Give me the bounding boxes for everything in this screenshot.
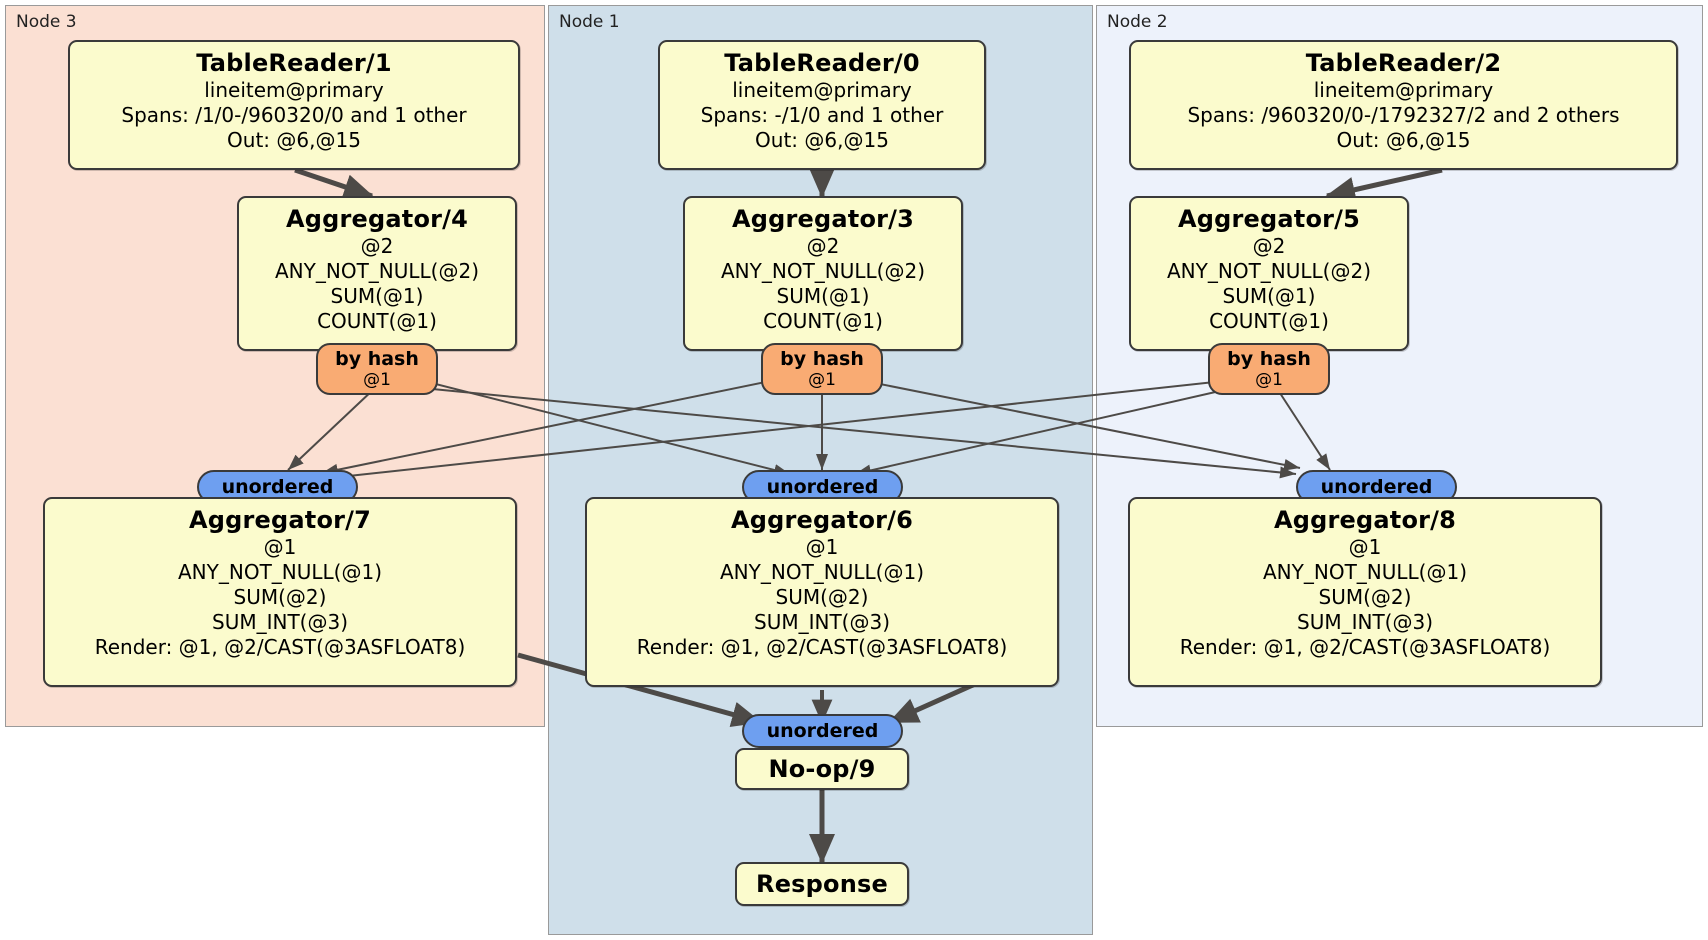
processor-line: @1 (1348, 535, 1382, 559)
processor-line: ANY_NOT_NULL(@2) (721, 259, 925, 283)
processor-line: Out: @6,@15 (755, 128, 889, 152)
processor-line: Render: @1, @2/CAST(@3ASFLOAT8) (636, 635, 1008, 659)
processor-aggregator-6[interactable]: Aggregator/6 @1 ANY_NOT_NULL(@1) SUM(@2)… (585, 497, 1059, 687)
processor-line: SUM(@1) (330, 284, 424, 308)
processor-line: @1 (263, 535, 297, 559)
processor-line: SUM_INT(@3) (754, 610, 890, 634)
processor-line: ANY_NOT_NULL(@1) (178, 560, 382, 584)
processor-tablereader-2[interactable]: TableReader/2 lineitem@primary Spans: /9… (1129, 40, 1678, 170)
router-badge-by-hash-mid[interactable]: by hash @1 (761, 343, 883, 395)
processor-line: lineitem@primary (732, 78, 912, 102)
processor-line: SUM(@2) (775, 585, 869, 609)
processor-line: Out: @6,@15 (227, 128, 361, 152)
processor-line: SUM(@1) (1222, 284, 1316, 308)
processor-noop-9[interactable]: No-op/9 (735, 748, 909, 790)
processor-line: @2 (360, 234, 394, 258)
processor-title: Aggregator/3 (731, 205, 915, 233)
processor-aggregator-4[interactable]: Aggregator/4 @2 ANY_NOT_NULL(@2) SUM(@1)… (237, 196, 517, 351)
processor-line: COUNT(@1) (763, 309, 883, 333)
node-label-node2: Node 2 (1107, 12, 1168, 32)
router-badge-label: by hash (335, 348, 419, 370)
synchronizer-badge-label: unordered (221, 476, 334, 498)
processor-line: Render: @1, @2/CAST(@3ASFLOAT8) (1179, 635, 1551, 659)
processor-tablereader-1[interactable]: TableReader/1 lineitem@primary Spans: /1… (68, 40, 520, 170)
processor-line: Spans: -/1/0 and 1 other (700, 103, 944, 127)
router-badge-label: by hash (1227, 348, 1311, 370)
processor-line: @2 (806, 234, 840, 258)
processor-title: Aggregator/8 (1273, 506, 1457, 534)
router-badge-sublabel: @1 (1255, 370, 1283, 390)
processor-title: TableReader/2 (1305, 49, 1502, 77)
router-badge-sublabel: @1 (808, 370, 836, 390)
processor-title: Response (756, 870, 888, 898)
router-badge-by-hash-right[interactable]: by hash @1 (1208, 343, 1330, 395)
router-badge-label: by hash (780, 348, 864, 370)
processor-line: lineitem@primary (1313, 78, 1494, 102)
processor-line: SUM(@2) (1318, 585, 1412, 609)
processor-line: @2 (1252, 234, 1286, 258)
processor-line: SUM_INT(@3) (212, 610, 348, 634)
processor-title: TableReader/1 (196, 49, 392, 77)
router-badge-by-hash-left[interactable]: by hash @1 (316, 343, 438, 395)
synchronizer-badge-unordered-final[interactable]: unordered (742, 714, 903, 748)
processor-aggregator-5[interactable]: Aggregator/5 @2 ANY_NOT_NULL(@2) SUM(@1)… (1129, 196, 1409, 351)
processor-aggregator-7[interactable]: Aggregator/7 @1 ANY_NOT_NULL(@1) SUM(@2)… (43, 497, 517, 687)
router-badge-sublabel: @1 (363, 370, 391, 390)
node-label-node3: Node 3 (16, 12, 77, 32)
processor-title: Aggregator/6 (730, 506, 914, 534)
node-label-node1: Node 1 (559, 12, 620, 32)
processor-tablereader-0[interactable]: TableReader/0 lineitem@primary Spans: -/… (658, 40, 986, 170)
processor-line: lineitem@primary (204, 78, 384, 102)
processor-line: COUNT(@1) (317, 309, 437, 333)
processor-line: SUM(@2) (233, 585, 327, 609)
processor-response[interactable]: Response (735, 862, 909, 906)
synchronizer-badge-label: unordered (1320, 476, 1433, 498)
processor-line: SUM(@1) (776, 284, 870, 308)
processor-line: SUM_INT(@3) (1297, 610, 1433, 634)
processor-line: Spans: /1/0-/960320/0 and 1 other (121, 103, 467, 127)
processor-line: ANY_NOT_NULL(@2) (1167, 259, 1371, 283)
synchronizer-badge-label: unordered (766, 476, 879, 498)
processor-line: ANY_NOT_NULL(@2) (275, 259, 479, 283)
processor-line: Out: @6,@15 (1336, 128, 1471, 152)
processor-line: Spans: /960320/0-/1792327/2 and 2 others (1187, 103, 1620, 127)
processor-title: TableReader/0 (724, 49, 920, 77)
processor-line: ANY_NOT_NULL(@1) (720, 560, 924, 584)
processor-line: COUNT(@1) (1209, 309, 1329, 333)
processor-aggregator-3[interactable]: Aggregator/3 @2 ANY_NOT_NULL(@2) SUM(@1)… (683, 196, 963, 351)
processor-line: @1 (805, 535, 839, 559)
processor-aggregator-8[interactable]: Aggregator/8 @1 ANY_NOT_NULL(@1) SUM(@2)… (1128, 497, 1602, 687)
processor-title: Aggregator/4 (285, 205, 469, 233)
synchronizer-badge-label: unordered (766, 720, 879, 742)
processor-line: Render: @1, @2/CAST(@3ASFLOAT8) (94, 635, 466, 659)
processor-title: Aggregator/5 (1177, 205, 1361, 233)
processor-title: Aggregator/7 (188, 506, 372, 534)
processor-title: No-op/9 (768, 755, 876, 783)
processor-line: ANY_NOT_NULL(@1) (1263, 560, 1467, 584)
